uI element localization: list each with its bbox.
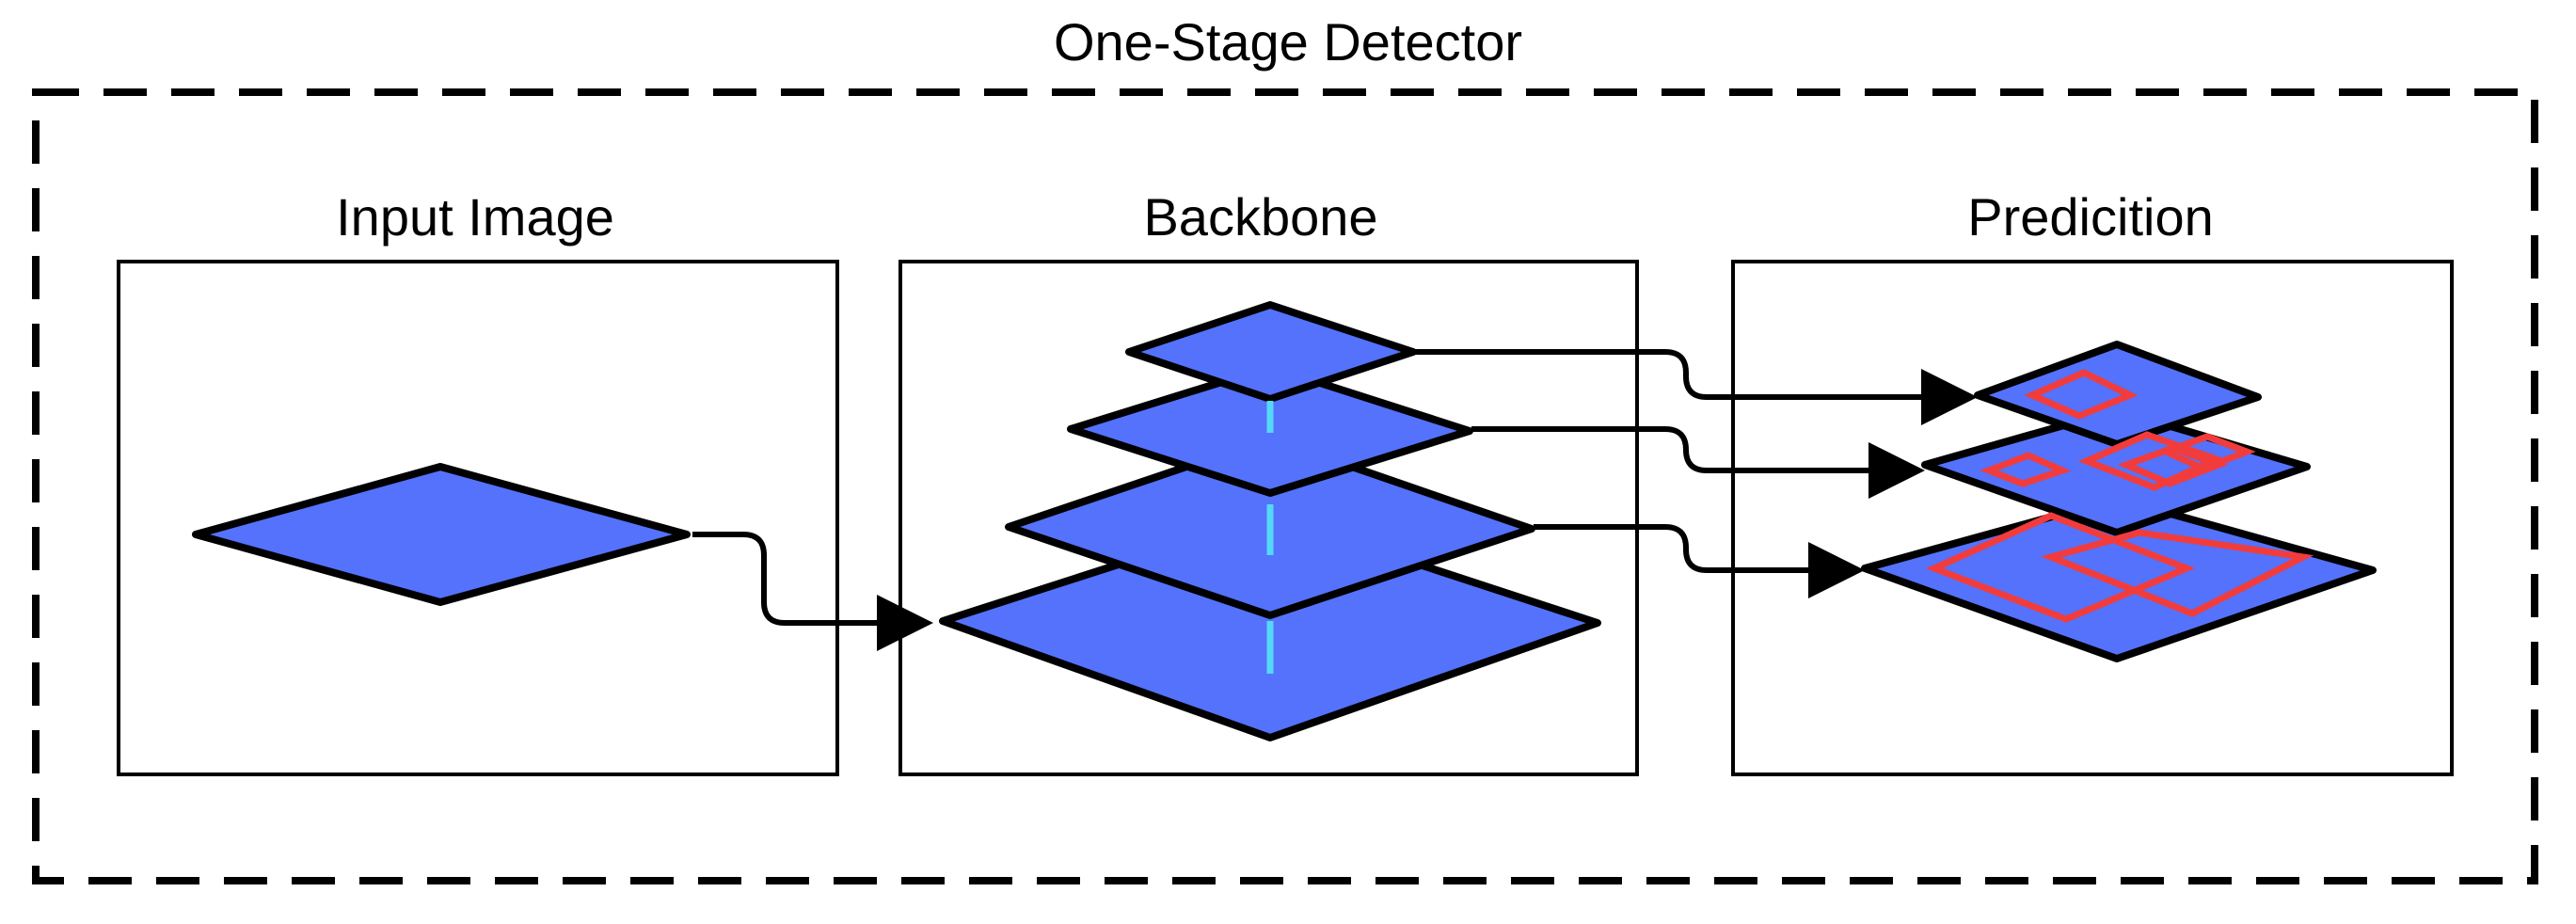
arrow-right-icon [1415, 349, 1978, 425]
prediction-layer-1 [1974, 341, 2262, 448]
arrow-right-icon [1534, 524, 1865, 598]
diagram-title: One-Stage Detector [1054, 12, 1522, 72]
prediction-label: Predicition [1967, 187, 2213, 247]
backbone-panel [898, 260, 1639, 776]
detection-box-top [2024, 369, 2139, 420]
detection-box-mid-large [2077, 431, 2226, 491]
input-image-label: Input Image [336, 187, 614, 247]
detector-frame [32, 88, 2538, 884]
backbone-layer-1 [1125, 301, 1417, 403]
detection-box-bottom-right [2041, 529, 2314, 617]
detection-box-mid-right [2156, 433, 2256, 472]
backbone-label: Backbone [1143, 187, 1377, 247]
prediction-panel [1731, 260, 2454, 776]
input-image-panel [117, 260, 839, 776]
input-image-diamond [192, 463, 691, 606]
arrow-right-icon [692, 532, 933, 651]
detection-box-bottom-left [1925, 512, 2196, 623]
detection-box-mid-small [1980, 452, 2072, 487]
arrow-right-icon [1471, 426, 1925, 499]
